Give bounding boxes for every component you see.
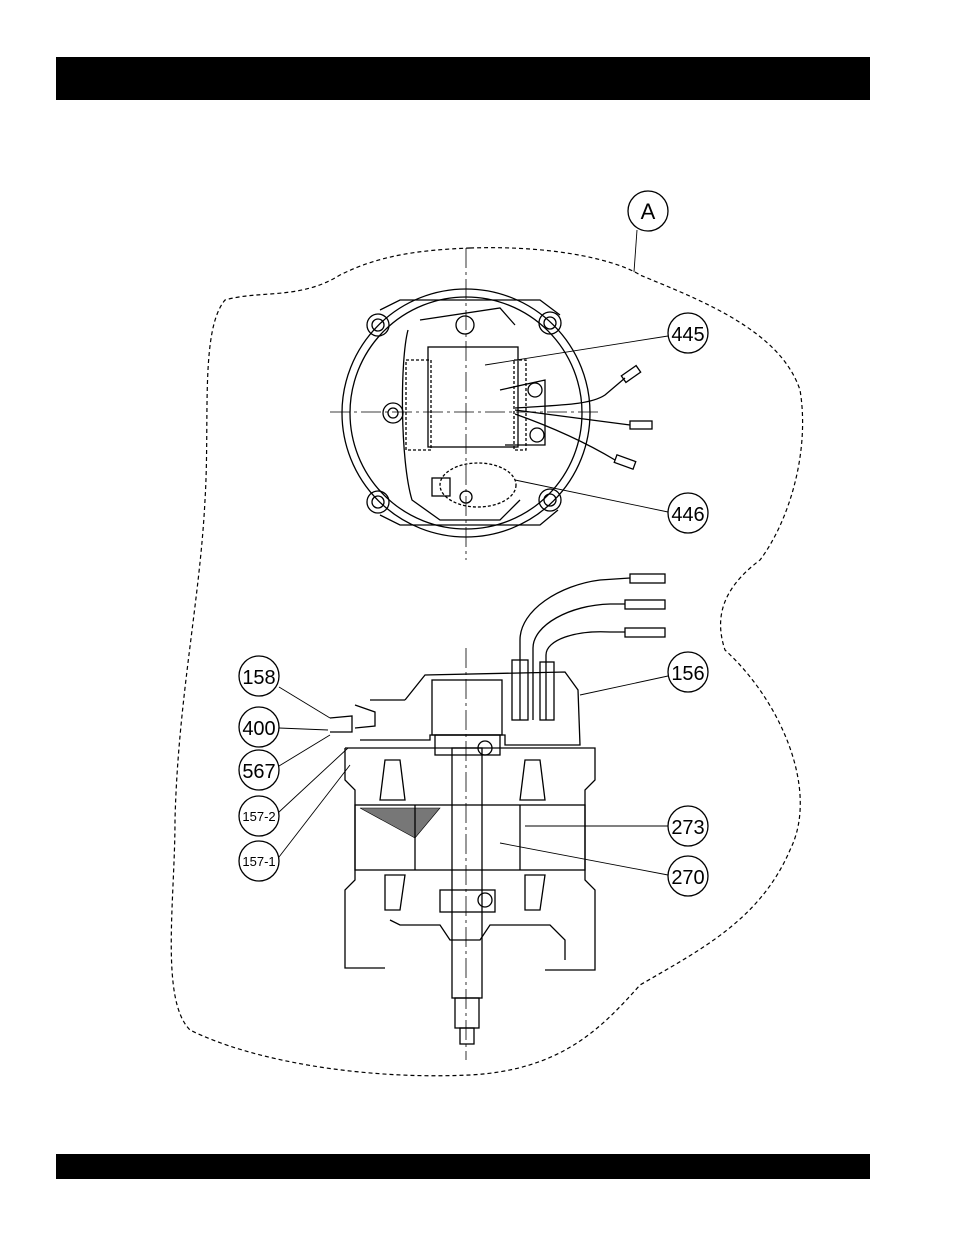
svg-text:A: A (641, 199, 656, 224)
end-cover-top-view (330, 248, 652, 560)
callout-567: 567 (239, 750, 279, 790)
callout-270: 270 (668, 856, 708, 896)
svg-text:156: 156 (671, 663, 704, 685)
callout-400: 400 (239, 707, 279, 747)
svg-text:157-1: 157-1 (242, 854, 275, 869)
svg-text:446: 446 (671, 504, 704, 526)
callout-157-1: 157-1 (239, 841, 279, 881)
motor-section-view (330, 574, 665, 1060)
callout-446: 446 (668, 493, 708, 533)
svg-text:445: 445 (671, 324, 704, 346)
svg-text:273: 273 (671, 817, 704, 839)
svg-text:157-2: 157-2 (242, 809, 275, 824)
svg-text:270: 270 (671, 867, 704, 889)
callout-273: 273 (668, 806, 708, 846)
svg-text:158: 158 (242, 667, 275, 689)
detail-callout-a: A (628, 191, 668, 231)
svg-text:400: 400 (242, 718, 275, 740)
svg-text:567: 567 (242, 761, 275, 783)
callout-158: 158 (239, 656, 279, 696)
callout-445: 445 (668, 313, 708, 353)
callout-157-2: 157-2 (239, 796, 279, 836)
callout-156: 156 (668, 652, 708, 692)
